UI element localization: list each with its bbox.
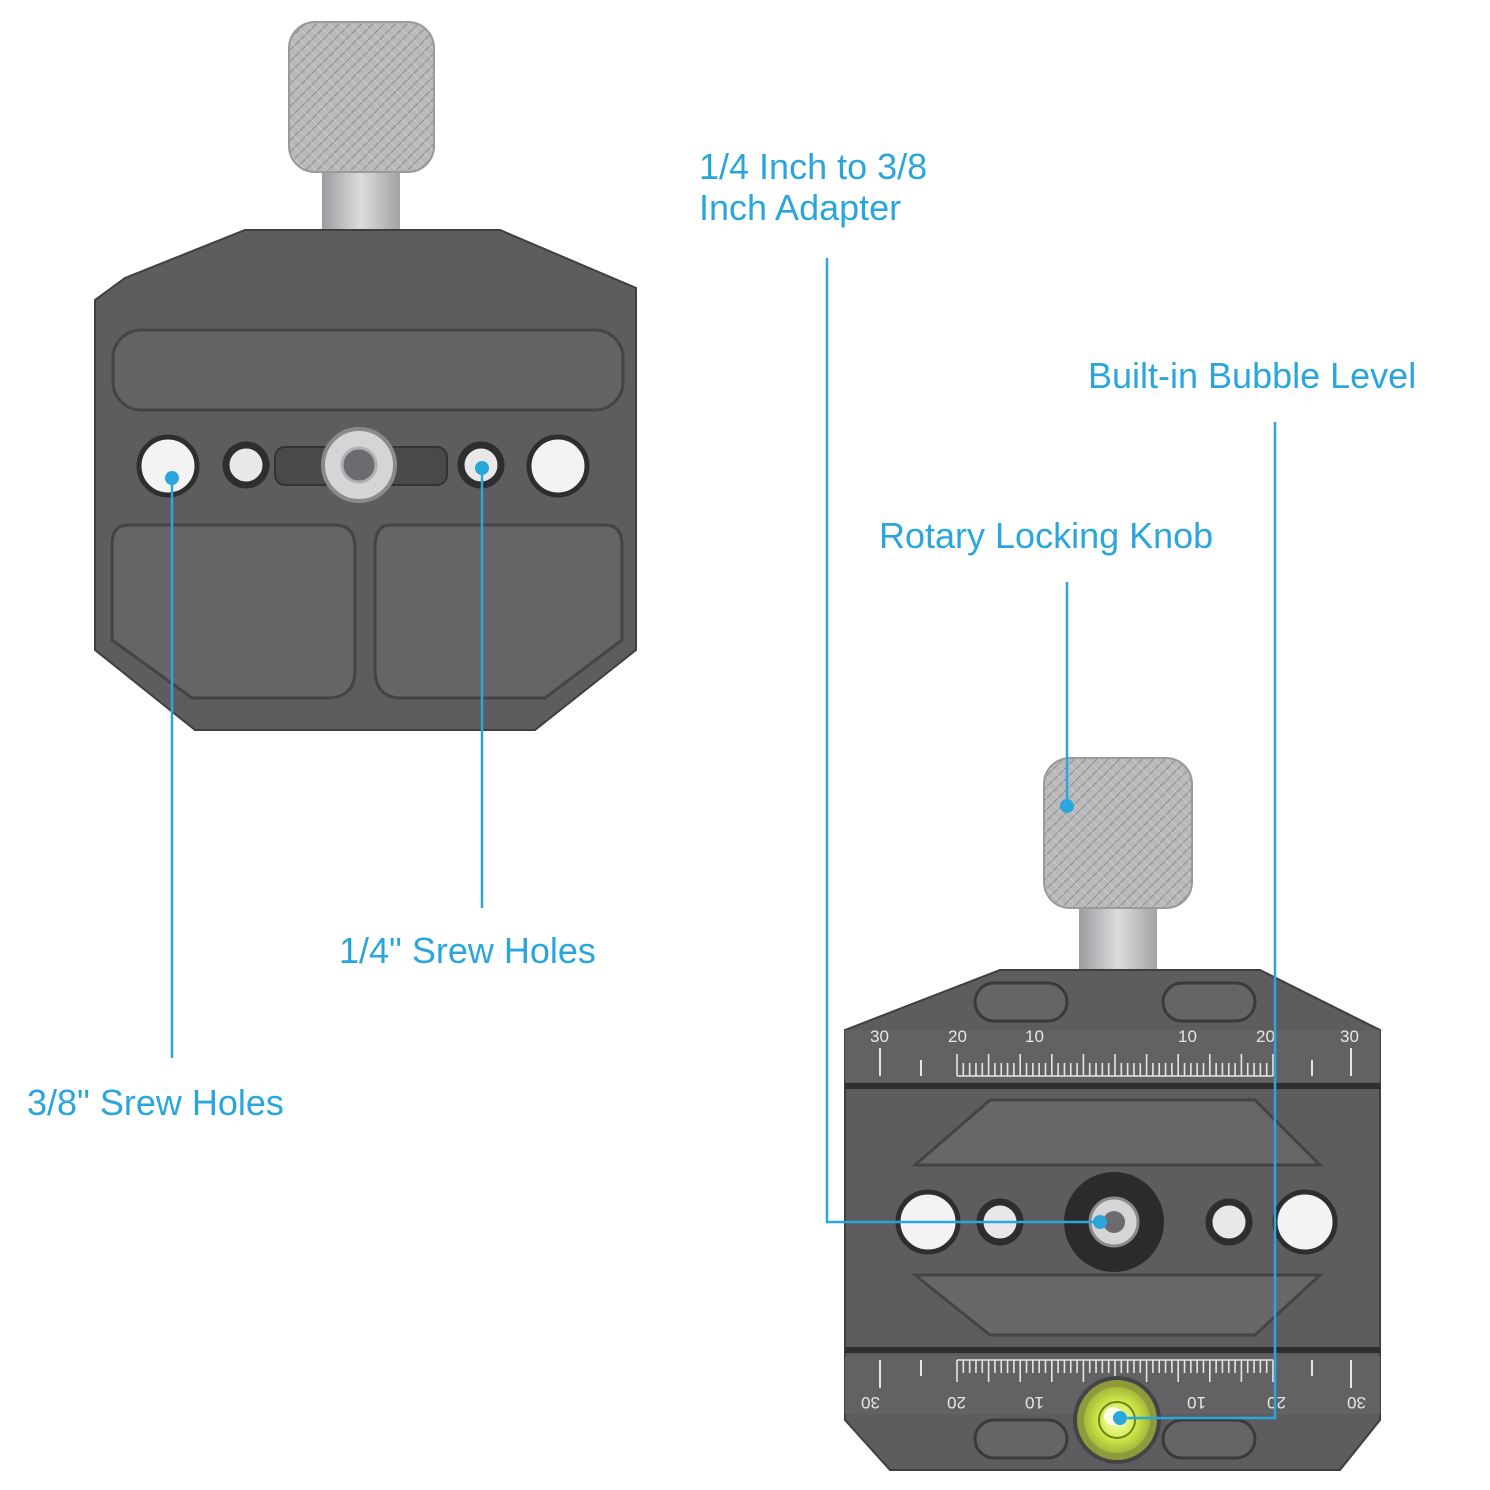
- callout-lines: [170, 258, 1277, 1420]
- scale-top-label-6: 30: [1340, 1027, 1359, 1046]
- rail-top: [845, 1030, 1380, 1082]
- callout-dot-knob: [1060, 799, 1074, 813]
- scale-top-label-2: 20: [948, 1027, 967, 1046]
- scale-top-label-5: 20: [1256, 1027, 1275, 1046]
- callout-dot-bubble: [1113, 1411, 1127, 1425]
- plate-pocket-right: [373, 523, 624, 700]
- slot-top-right: [1161, 981, 1257, 1023]
- top-clamp: [94, 21, 637, 731]
- adapter-thread-bottom: [1103, 1211, 1125, 1233]
- callout-dot-adapter: [1093, 1215, 1107, 1229]
- center-bevel-lower: [910, 1273, 1324, 1337]
- callout-line-bubble: [1120, 422, 1277, 1420]
- scale-bottom-labels: 30 20 10 10 20 30: [861, 1393, 1366, 1412]
- plate-recess-top: [111, 328, 625, 412]
- callout-line-adapter: [825, 258, 1100, 1224]
- hole-38-right: [526, 434, 590, 498]
- center-bevel: [910, 1098, 1324, 1167]
- callout-label-38-holes: 3/8" Srew Holes: [27, 1082, 284, 1123]
- callout-label-bubble-level: Built-in Bubble Level: [1088, 355, 1417, 396]
- callout-dot-38-holes: [165, 471, 179, 485]
- slot-bottom-left: [973, 1418, 1069, 1460]
- callout-dot-quarter-holes: [475, 461, 489, 475]
- scale-bottom: [879, 1359, 1352, 1388]
- hole-38-bottom-right: [1272, 1189, 1338, 1255]
- rotary-knob-top: [288, 21, 435, 173]
- bubble-level-ring: [1098, 1401, 1136, 1439]
- callout-label-adapter-line2: Inch Adapter: [699, 187, 902, 228]
- scale-bottom-label-1: 30: [861, 1393, 880, 1412]
- scale-top-label-1: 30: [870, 1027, 889, 1046]
- slot-top-left: [973, 981, 1069, 1023]
- bottom-clamp: 30 20 10 10 20 30 30 20 10 10 20 30: [844, 757, 1381, 1471]
- callout-dots: [165, 461, 1127, 1425]
- callout-label-quarter-holes: 1/4" Srew Holes: [339, 930, 596, 971]
- scale-top: [879, 1048, 1352, 1077]
- scale-bottom-label-3: 10: [1025, 1393, 1044, 1412]
- scale-bottom-label-5: 20: [1267, 1393, 1286, 1412]
- scale-top-labels: 30 20 10 10 20 30: [870, 1027, 1359, 1046]
- hole-14-left: [222, 441, 270, 489]
- scale-top-label-4: 10: [1178, 1027, 1197, 1046]
- adapter-thread-top: [340, 446, 378, 484]
- hole-38-left: [136, 434, 200, 498]
- slot-bottom-right: [1161, 1418, 1257, 1460]
- knob-stem-bottom: [1079, 900, 1157, 978]
- callout-label-rotary-knob: Rotary Locking Knob: [879, 515, 1214, 556]
- scale-bottom-label-6: 30: [1347, 1393, 1366, 1412]
- callout-label-adapter-line1: 1/4 Inch to 3/8: [699, 146, 928, 187]
- scale-bottom-label-4: 10: [1187, 1393, 1206, 1412]
- scale-top-label-3: 10: [1025, 1027, 1044, 1046]
- hole-14-bottom-right: [1205, 1198, 1253, 1246]
- scale-bottom-label-2: 20: [947, 1393, 966, 1412]
- rotary-knob-bottom: [1043, 757, 1193, 909]
